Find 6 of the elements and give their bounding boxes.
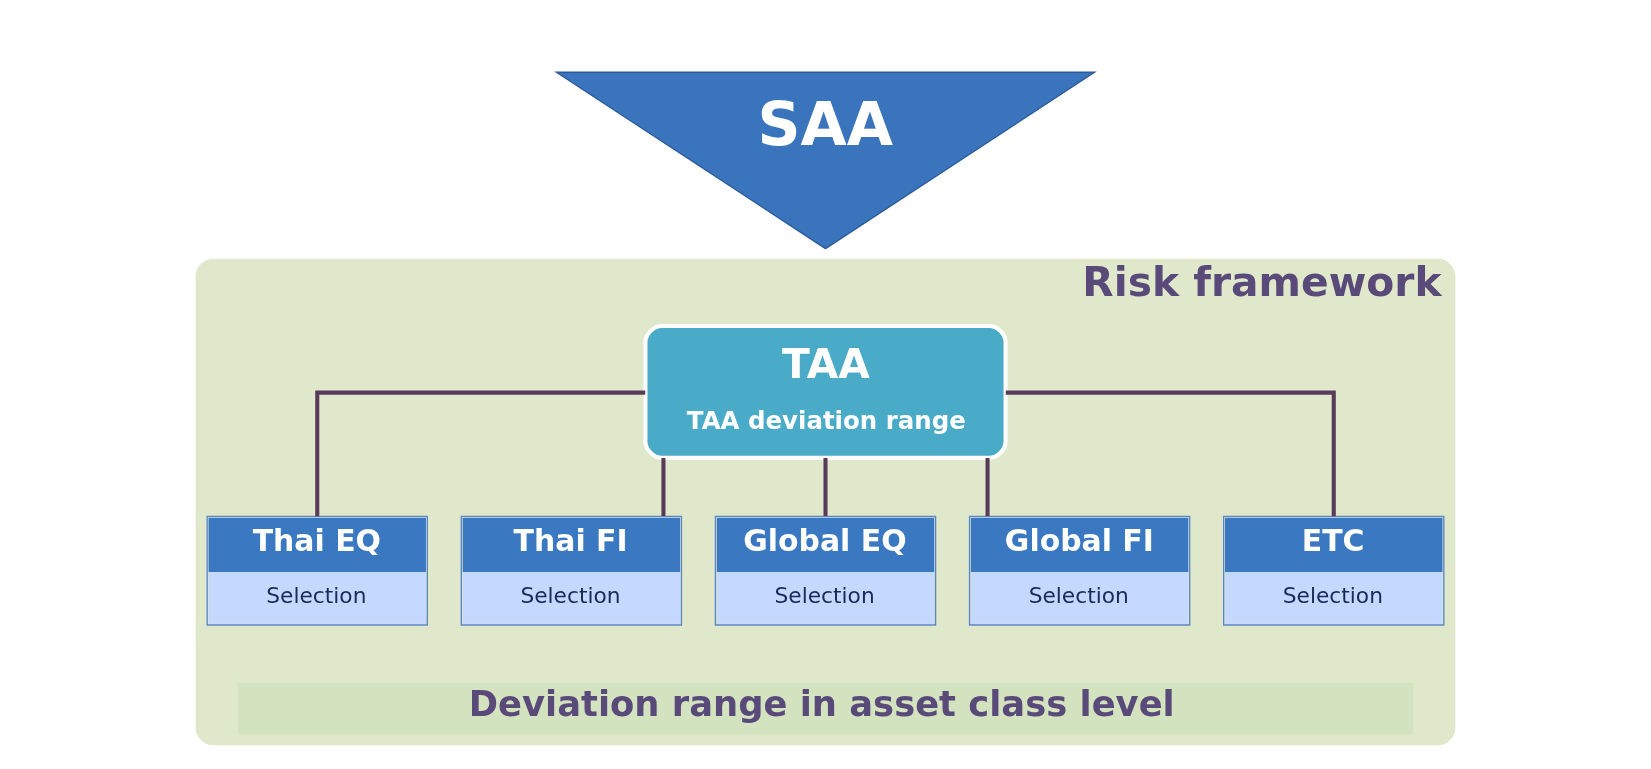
connector [1005, 390, 1336, 517]
connector [315, 390, 646, 517]
connector [823, 458, 828, 517]
connector [661, 458, 666, 517]
node-box: TAA TAA deviation range [643, 324, 1008, 460]
connector [985, 458, 990, 517]
